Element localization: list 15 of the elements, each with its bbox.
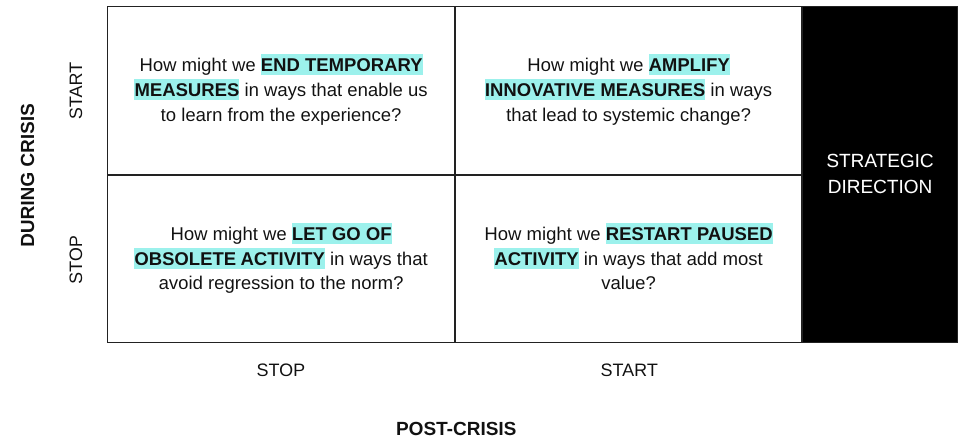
question-text: How might we AMPLIFY INNOVATIVE MEASURES in ways that lead to systemic change? <box>484 53 774 127</box>
matrix-cell <box>107 175 455 343</box>
axis-label: START <box>600 360 658 380</box>
axis-label: STOP <box>65 234 86 284</box>
direction-box <box>802 6 958 343</box>
matrix-cell <box>455 175 802 343</box>
question-text: How might we LET GO OF OBSOLETE ACTIVITY in ways that avoid regression to the norm? <box>133 222 429 296</box>
matrix-cell <box>455 6 802 175</box>
axis-label: STOP <box>256 360 306 380</box>
axis-label: DURING CRISIS <box>18 103 40 247</box>
axis-label: START <box>66 61 87 119</box>
axis-label: POST-CRISIS <box>396 419 516 441</box>
matrix-cell <box>107 6 455 175</box>
heading-text: STRATEGIC DIRECTION <box>825 150 935 200</box>
question-text: How might we END TEMPORARY MEASURES in ways that enable us to learn from the experience? <box>133 53 429 127</box>
